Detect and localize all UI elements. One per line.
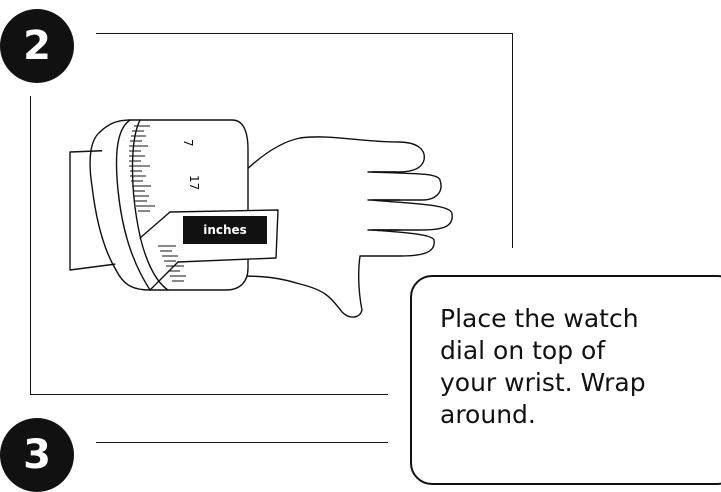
tape-tick-label-17: 17 [187,175,201,190]
instruction-callout: Place the watch dial on top of your wris… [410,275,721,485]
inches-unit-label: inches [183,216,267,244]
inches-label-text: inches [203,223,247,237]
callout-text: Place the watch dial on top of your wris… [440,303,690,431]
tape-tick-label-7: 7 [181,139,195,147]
